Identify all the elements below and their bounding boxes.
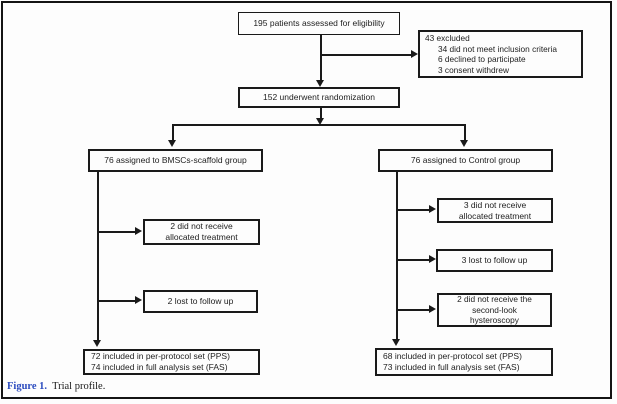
box-control-lost-followup-label: 3 lost to follow up [461, 255, 528, 265]
arrowhead-down-icon [460, 140, 468, 147]
arrowhead-right-icon [135, 227, 142, 235]
box-excluded-item: 6 declined to participate [438, 54, 526, 64]
box-control-analysis-line: 73 included in full analysis set (FAS) [383, 362, 520, 372]
connector-control-not-received [396, 209, 429, 211]
connector-randomization-to-branch [320, 108, 322, 118]
box-control-no-hysteroscopy-line: hysteroscopy [470, 315, 519, 326]
figure-caption-label: Figure 1. [7, 381, 48, 392]
connector-branch-to-bmsc [172, 124, 174, 140]
figure-border [1, 1, 612, 399]
connector-bmsc-lost-followup [97, 300, 135, 302]
box-bmsc-group: 76 assigned to BMSCs-scaffold group [88, 149, 263, 172]
box-bmsc-lost-followup: 2 lost to follow up [143, 290, 258, 313]
box-excluded-item: 34 did not meet inclusion criteria [438, 43, 557, 54]
arrowhead-right-icon [429, 305, 436, 313]
arrowhead-down-icon [168, 140, 176, 147]
box-bmsc-not-received-line: 2 did not receive [170, 221, 233, 231]
figure-caption: Figure 1. Trial profile. [7, 381, 105, 392]
box-bmsc-analysis-line: 74 included in full analysis set (FAS) [91, 362, 228, 372]
box-control-not-received-line: allocated treatment [458, 210, 532, 221]
figure-caption-text: Trial profile. [52, 381, 106, 392]
box-control-no-hysteroscopy-line: 2 did not receive the [457, 294, 532, 305]
box-control-not-received-line: 3 did not receive [463, 199, 527, 210]
box-bmsc-analysis-line: 72 included in per-protocol set (PPS) [91, 351, 230, 361]
arrowhead-down-icon [392, 339, 400, 346]
connector-bmsc-not-received [97, 231, 135, 233]
box-randomization: 152 underwent randomization [238, 87, 400, 108]
box-excluded-item: 3 consent withdrew [438, 64, 510, 75]
connector-control-lost-followup [396, 259, 429, 261]
arrowhead-right-icon [429, 205, 436, 213]
box-bmsc-not-received-line: allocated treatment [165, 232, 238, 242]
arrowhead-down-icon [316, 80, 324, 87]
connector-branch-to-control [464, 124, 466, 140]
arrowhead-right-icon [411, 50, 418, 58]
box-bmsc-lost-followup-label: 2 lost to follow up [167, 296, 234, 306]
arrowhead-down-icon [316, 118, 324, 125]
box-control-not-received: 3 did not receive allocated treatment [437, 198, 553, 223]
box-excluded-items: 34 did not meet inclusion criteria 6 dec… [438, 44, 557, 76]
box-control-group: 76 assigned to Control group [378, 149, 553, 172]
box-control-lost-followup: 3 lost to follow up [436, 249, 553, 272]
connector-control-main [396, 172, 398, 339]
arrowhead-right-icon [429, 255, 436, 263]
box-bmsc-group-label: 76 assigned to BMSCs-scaffold group [104, 155, 247, 165]
connector-branch-horizontal [172, 124, 466, 126]
box-control-no-hysteroscopy-line: second-look [472, 304, 517, 315]
box-bmsc-not-received: 2 did not receive allocated treatment [143, 219, 260, 245]
box-control-analysis-line: 68 included in per-protocol set (PPS) [383, 351, 522, 361]
box-excluded: 43 excluded 34 did not meet inclusion cr… [418, 30, 583, 78]
box-randomization-label: 152 underwent randomization [263, 92, 375, 102]
box-excluded-title: 43 excluded [425, 33, 470, 43]
connector-eligibility-to-randomization [320, 35, 322, 80]
box-eligibility: 195 patients assessed for eligibility [238, 12, 400, 35]
connector-bmsc-main [97, 172, 99, 340]
box-eligibility-label: 195 patients assessed for eligibility [253, 18, 385, 28]
connector-control-no-hysteroscopy [396, 309, 429, 311]
box-control-analysis: 68 included in per-protocol set (PPS) 73… [375, 348, 553, 376]
arrowhead-down-icon [93, 340, 101, 347]
connector-to-excluded [321, 54, 411, 56]
box-bmsc-analysis: 72 included in per-protocol set (PPS) 74… [83, 349, 260, 375]
box-control-no-hysteroscopy: 2 did not receive the second-look hyster… [437, 293, 552, 327]
box-control-group-label: 76 assigned to Control group [410, 155, 521, 165]
arrowhead-right-icon [135, 296, 142, 304]
